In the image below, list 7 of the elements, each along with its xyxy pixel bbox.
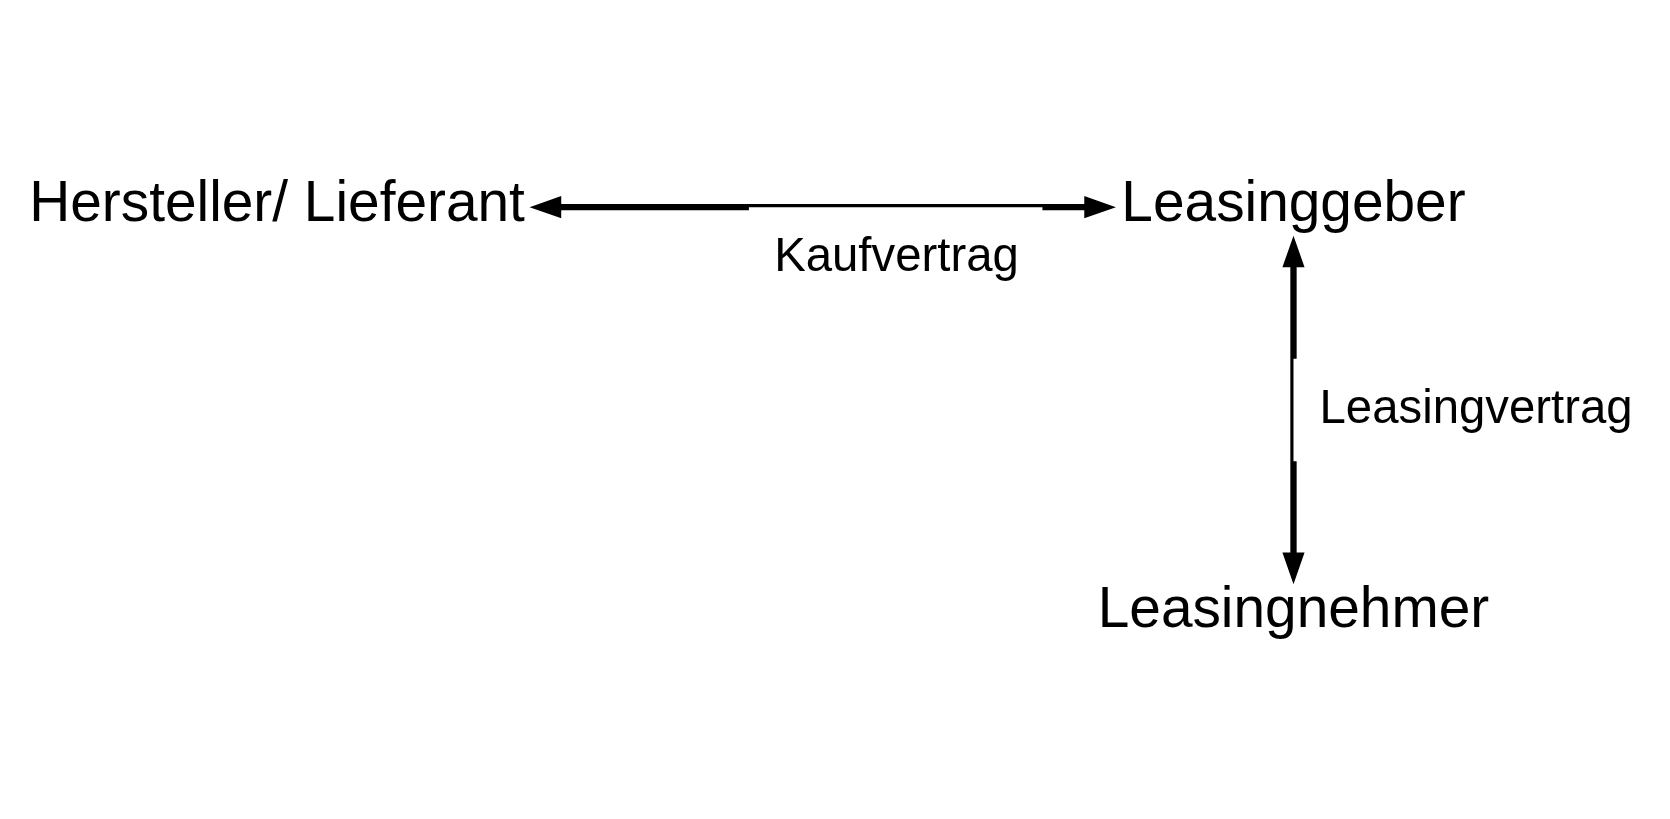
edge-label: Kaufvertrag bbox=[774, 227, 1019, 281]
node-text: Hersteller/ Lieferant bbox=[29, 169, 525, 233]
arrow bbox=[529, 195, 1116, 218]
edge-label: Leasingvertrag bbox=[1319, 379, 1633, 433]
node-text: Leasingnehmer bbox=[1097, 575, 1490, 639]
node-text: Leasinggeber bbox=[1121, 169, 1466, 233]
arrow bbox=[1282, 235, 1305, 584]
